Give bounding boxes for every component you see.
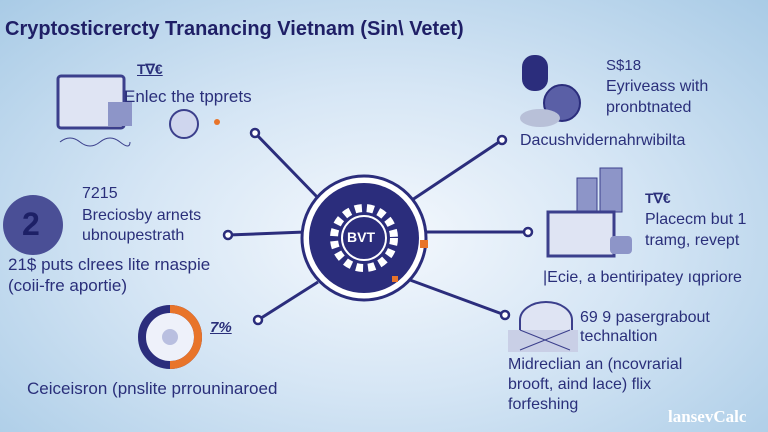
mid-right-caption: |Ecie, a bentiripatey ıqpriore bbox=[543, 269, 742, 286]
donut-chart-icon bbox=[138, 305, 202, 369]
mid-left-note1: 21$ puts clrees lite rnaspie bbox=[8, 255, 211, 274]
center-label: BVT bbox=[347, 229, 375, 245]
top-left-text: Enlec the tpprets bbox=[124, 87, 252, 106]
center-hub-icon bbox=[300, 174, 428, 302]
top-left-badge: T∇€ bbox=[137, 61, 163, 77]
robot-icon bbox=[520, 55, 581, 127]
globe-icon bbox=[169, 109, 220, 139]
mid-right-badge: T∇€ bbox=[645, 190, 671, 206]
page-title: Cryptosticrercty Tranancing Vietnam (Sin… bbox=[5, 18, 464, 40]
mid-right-line1: Placecm but 1 bbox=[645, 211, 747, 228]
connector-mid-left bbox=[227, 230, 306, 237]
top-right-value: S$18 bbox=[606, 57, 642, 74]
server-icon bbox=[576, 167, 623, 213]
top-right-line2: pronbtnated bbox=[606, 99, 692, 116]
top-right-line1: Eyriveass with bbox=[606, 78, 709, 95]
connector-top-left bbox=[253, 131, 322, 202]
number-two-label: 2 bbox=[22, 206, 40, 242]
bottom-left-caption: Ceiceisron (pnslite prrouninaroed bbox=[27, 379, 278, 398]
mid-left-value: 7215 bbox=[82, 185, 118, 202]
connector-top-right bbox=[411, 138, 503, 202]
mid-right-line2: tramg, revept bbox=[645, 232, 740, 249]
monitor-icon bbox=[56, 74, 132, 147]
bottom-right-caption3: forfeshing bbox=[508, 396, 579, 413]
connector-end-icons bbox=[222, 127, 534, 326]
bottom-left-percent: 7% bbox=[210, 319, 232, 336]
connector-bottom-right bbox=[409, 278, 506, 317]
mid-left-line2: ubnoupestrath bbox=[82, 227, 185, 244]
laptop-icon bbox=[546, 210, 632, 258]
mid-left-note2: (coii-fre aportie) bbox=[8, 276, 128, 295]
connector-lines bbox=[227, 131, 528, 322]
bottom-right-line2: technaltion bbox=[580, 328, 658, 345]
number-two-icon bbox=[3, 195, 63, 255]
bottom-right-caption1: Midreclian an (ncovrarial bbox=[508, 356, 683, 373]
top-right-caption: Dacushvidernahrwibilta bbox=[520, 132, 686, 149]
mid-left-line1: Breciosby arnets bbox=[82, 207, 202, 224]
bottom-right-caption2: brooft, aind lace) flix bbox=[508, 376, 652, 393]
watermark: lansevCalc bbox=[668, 407, 747, 426]
bottom-right-line1: 69 9 pasergrabout bbox=[580, 309, 710, 326]
connector-bottom-left bbox=[257, 280, 319, 322]
envelope-icon bbox=[508, 301, 578, 352]
